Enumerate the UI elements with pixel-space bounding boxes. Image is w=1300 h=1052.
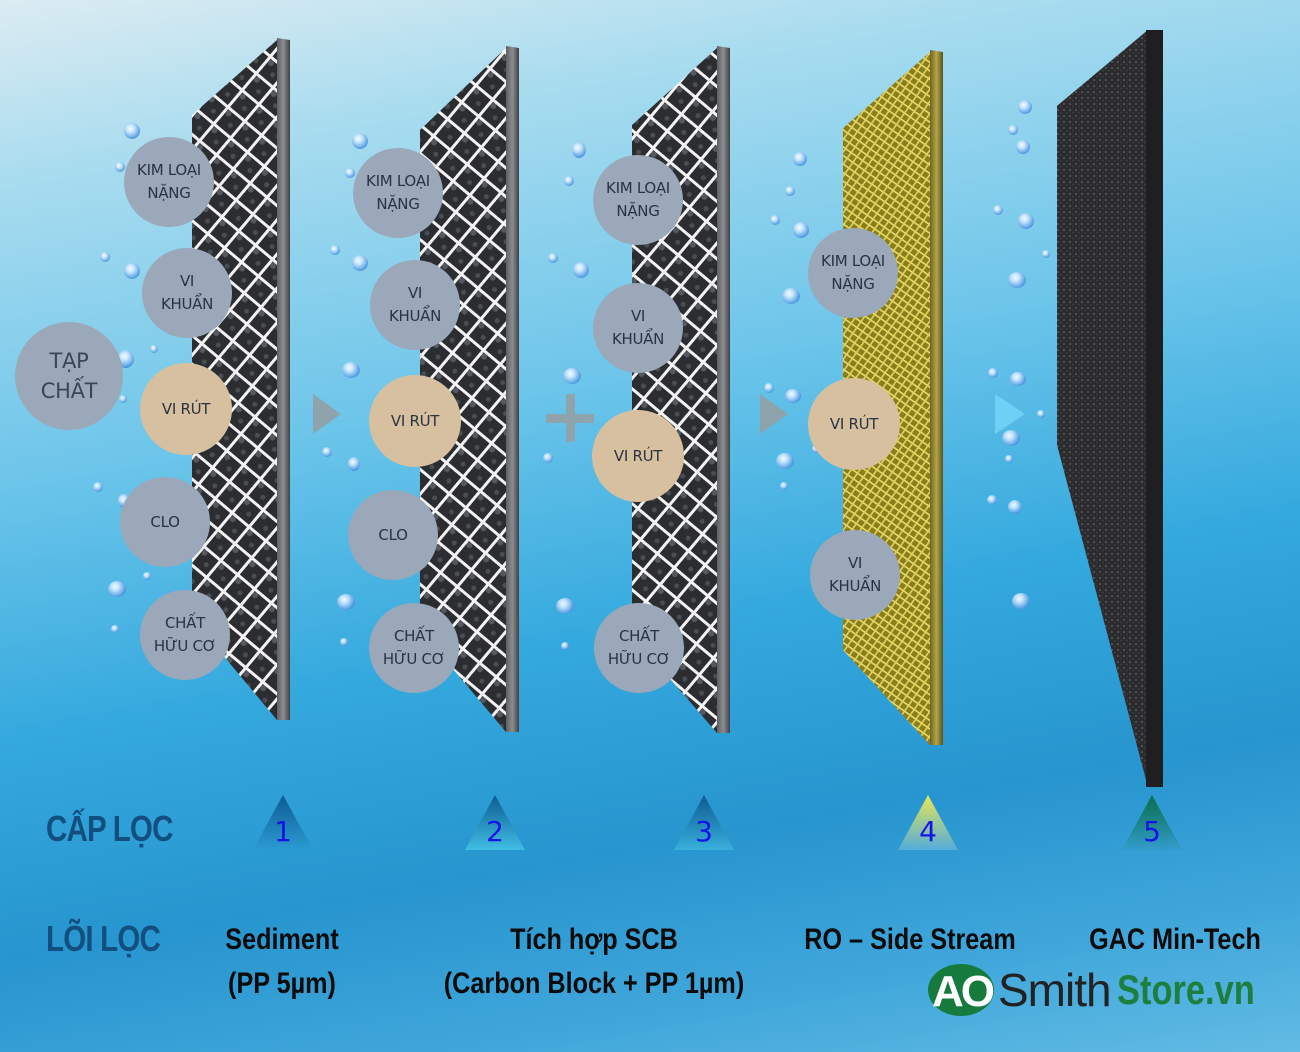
droplet-icon	[785, 389, 801, 403]
droplet-icon	[342, 362, 360, 378]
droplet-icon	[340, 638, 348, 646]
droplet-icon	[776, 453, 794, 469]
stage-3-organic-bubble: CHẤT HỮU CƠ	[594, 603, 684, 693]
droplet-icon	[111, 625, 119, 633]
droplet-icon	[124, 123, 140, 139]
droplet-icon	[1008, 125, 1018, 135]
stage-2-organic-bubble: CHẤT HỮU CƠ	[369, 603, 459, 693]
droplet-icon	[780, 482, 788, 490]
filter-stage-2-layer	[420, 46, 519, 732]
logo-smith-text: Smith	[998, 964, 1112, 1016]
level-badge-2: 2	[465, 795, 525, 855]
droplet-icon	[770, 215, 780, 225]
filter-stage-1-layer	[192, 38, 290, 720]
droplet-icon	[988, 368, 998, 378]
droplet-icon	[556, 598, 574, 614]
droplet-icon	[330, 245, 340, 255]
droplet-icon	[1010, 372, 1026, 386]
arrow-right-icon	[760, 394, 788, 434]
core-row-label: LÕI LỌC	[46, 918, 161, 959]
droplet-icon	[150, 345, 158, 353]
droplet-icon	[118, 350, 134, 368]
core-name-stage-5: GAC Min-Tech	[1089, 923, 1261, 956]
stage-1-virus-bubble: VI RÚT	[140, 363, 232, 455]
droplet-icon	[563, 368, 581, 384]
input-contaminant-bubble: TẠP CHẤT	[15, 322, 123, 430]
level-badge-5: 5	[1122, 795, 1182, 855]
droplet-icon	[352, 133, 368, 149]
stage-1-organic-bubble: CHẤT HỮU CƠ	[140, 590, 230, 680]
droplet-icon	[572, 142, 586, 158]
core-name-stage-2-3: Tích hợp SCB (Carbon Block + PP 1µm)	[443, 923, 745, 1000]
droplet-icon	[564, 176, 574, 186]
droplet-icon	[1037, 410, 1045, 418]
stage-4-heavy-metal-bubble: KIM LOẠI NẶNG	[808, 228, 898, 318]
droplet-icon	[119, 395, 127, 403]
droplet-icon	[124, 263, 140, 279]
stage-1-chlorine-bubble: CLO	[120, 477, 210, 567]
filter-stage-5-layer	[1057, 30, 1163, 787]
stage-2-heavy-metal-bubble: KIM LOẠI NẶNG	[353, 148, 443, 238]
level-badge-4: 4	[898, 795, 958, 855]
droplet-icon	[543, 453, 553, 463]
stage-3-heavy-metal-bubble: KIM LOẠI NẶNG	[593, 155, 683, 245]
droplet-icon	[108, 581, 126, 597]
stage-3-virus-bubble: VI RÚT	[592, 410, 684, 502]
stage-4-virus-bubble: VI RÚT	[808, 378, 900, 470]
droplet-icon	[1016, 140, 1030, 154]
stage-1-heavy-metal-bubble: KIM LOẠI NẶNG	[124, 137, 214, 227]
droplet-icon	[100, 252, 110, 262]
droplet-icon	[322, 447, 332, 457]
logo-store-text: Store.vn	[1116, 966, 1255, 1013]
droplet-icon	[345, 168, 355, 178]
droplet-icon	[1018, 213, 1034, 229]
stage-2-virus-bubble: VI RÚT	[369, 375, 461, 467]
droplet-icon	[337, 594, 355, 610]
droplet-icon	[573, 262, 589, 278]
brand-logo: AO Smith Store.vn	[928, 962, 1285, 1018]
droplet-icon	[1002, 430, 1020, 446]
droplet-icon	[1018, 100, 1032, 114]
droplet-icon	[548, 253, 558, 263]
droplet-icon	[352, 255, 368, 271]
droplet-icon	[348, 457, 360, 471]
level-badge-3: 3	[674, 795, 734, 855]
droplet-icon	[793, 222, 809, 238]
plus-icon	[546, 394, 594, 442]
droplet-icon	[785, 186, 795, 196]
level-row-label: CẤP LỌC	[46, 808, 173, 849]
droplet-icon	[115, 162, 125, 172]
droplet-icon	[1042, 250, 1050, 258]
stage-1-bacteria-bubble: VI KHUẨN	[142, 248, 232, 338]
droplet-icon	[1005, 455, 1013, 463]
droplet-icon	[1012, 593, 1030, 609]
stage-2-bacteria-bubble: VI KHUẨN	[370, 260, 460, 350]
arrow-right-icon	[995, 394, 1025, 434]
droplet-icon	[782, 288, 800, 304]
droplet-icon	[1008, 272, 1026, 288]
droplet-icon	[1008, 500, 1022, 514]
droplet-icon	[93, 482, 103, 492]
droplet-icon	[561, 642, 569, 650]
logo-mark: AO	[928, 964, 995, 1016]
droplet-icon	[143, 572, 151, 580]
stage-3-bacteria-bubble: VI KHUẨN	[593, 283, 683, 373]
stage-4-bacteria-bubble: VI KHUẨN	[810, 530, 900, 620]
droplet-icon	[764, 383, 774, 393]
arrow-right-icon	[313, 394, 341, 434]
stage-2-chlorine-bubble: CLO	[348, 490, 438, 580]
droplet-icon	[993, 205, 1003, 215]
droplet-icon	[987, 495, 997, 505]
core-name-stage-1: Sediment (PP 5µm)	[225, 923, 339, 1000]
droplet-icon	[793, 152, 807, 166]
core-name-stage-4: RO – Side Stream	[804, 923, 1016, 956]
level-badge-1: 1	[253, 795, 313, 855]
